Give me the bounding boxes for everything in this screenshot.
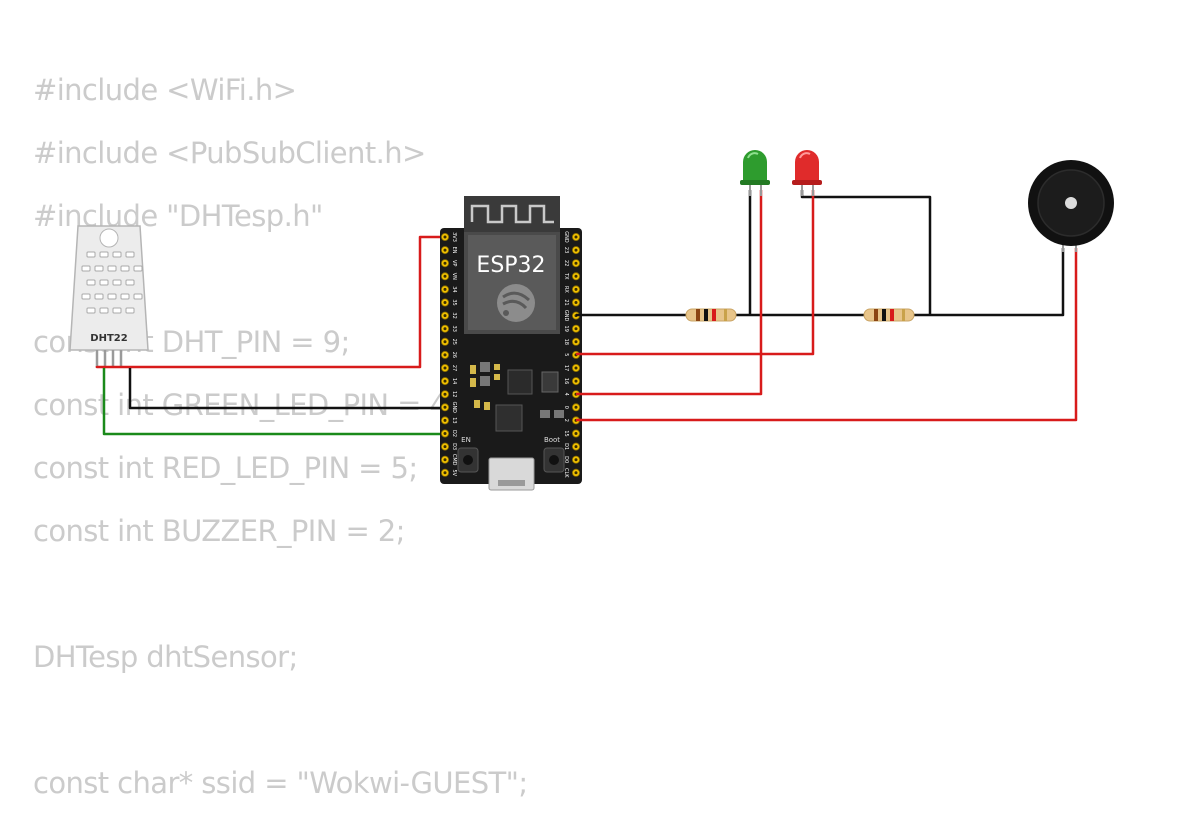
code-line bbox=[33, 696, 528, 744]
pin-label: 35 bbox=[451, 299, 457, 305]
resistor-2[interactable] bbox=[863, 308, 915, 322]
pin-label: 19 bbox=[563, 326, 569, 332]
esp32-label: ESP32 bbox=[476, 253, 545, 278]
pin-label: 12 bbox=[451, 391, 457, 397]
pin-label: VN bbox=[451, 273, 457, 280]
pin-label: 3V3 bbox=[451, 232, 457, 242]
code-line: #include <WiFi.h> bbox=[33, 73, 297, 107]
pin-label: 26 bbox=[451, 352, 457, 358]
pin-label: 34 bbox=[451, 286, 457, 292]
pin-label: 5V bbox=[451, 469, 457, 476]
esp32-board[interactable]: ESP32 EN Boot 3V3ENVPVN34353233252627141… bbox=[440, 196, 582, 491]
boot-button-cap[interactable] bbox=[549, 455, 559, 465]
wire-red-led-cathode bbox=[800, 190, 932, 315]
wire-dht-gnd bbox=[128, 368, 445, 410]
pin-label: 15 bbox=[563, 430, 569, 436]
dht22-sensor[interactable]: DHT22 bbox=[69, 225, 149, 368]
wire-dht-data bbox=[102, 368, 445, 436]
code-line: const int BUZZER_PIN = 2; bbox=[33, 514, 405, 548]
pin-label: 25 bbox=[451, 339, 457, 345]
antenna-area bbox=[464, 196, 560, 232]
pin-label: D0 bbox=[563, 456, 569, 463]
boot-button-label: Boot bbox=[544, 436, 560, 444]
pin-label: 18 bbox=[563, 339, 569, 345]
en-button-label: EN bbox=[461, 436, 471, 444]
wire-gnd-bus bbox=[576, 248, 1065, 317]
pin-label: 17 bbox=[563, 365, 569, 371]
antenna-trace bbox=[470, 204, 554, 224]
pin-label: VP bbox=[451, 260, 457, 266]
circuit-diagram: DHT22 ESP32 bbox=[69, 150, 1114, 491]
dht22-label: DHT22 bbox=[90, 333, 127, 344]
wire-red-led-anode bbox=[576, 190, 815, 356]
en-button-cap[interactable] bbox=[463, 455, 473, 465]
pin-label: CLK bbox=[563, 468, 569, 478]
pin-label: TX bbox=[563, 272, 569, 280]
pin-label: 2 bbox=[563, 419, 569, 422]
pin-label: 21 bbox=[563, 299, 569, 305]
pin-label: 27 bbox=[451, 365, 457, 371]
code-line: const int DHT_PIN = 9; bbox=[33, 325, 350, 359]
code-line: const int RED_LED_PIN = 5; bbox=[33, 451, 418, 485]
pin-label: 5 bbox=[563, 353, 569, 356]
pin-label: 0 bbox=[563, 406, 569, 409]
pin-label: RX bbox=[563, 286, 569, 293]
wire-buzzer bbox=[576, 248, 1078, 422]
espressif-logo-icon bbox=[497, 284, 535, 322]
pin-label: 22 bbox=[563, 260, 569, 266]
pin-label: GND bbox=[563, 231, 569, 243]
wire-dht-vcc bbox=[95, 235, 445, 369]
pin-label: GND bbox=[563, 310, 569, 322]
code-line: const char* ssid = "Wokwi-GUEST"; bbox=[33, 766, 528, 800]
pin-label: CMD bbox=[451, 454, 457, 466]
pin-label: 4 bbox=[563, 393, 569, 396]
pin-label: D1 bbox=[563, 443, 569, 450]
pin-label: 13 bbox=[451, 417, 457, 423]
pin-label: 16 bbox=[563, 378, 569, 384]
pin-label: D3 bbox=[451, 443, 457, 450]
code-line: #include <PubSubClient.h> bbox=[33, 136, 426, 170]
green-led[interactable] bbox=[740, 150, 770, 196]
pin-label: GND bbox=[451, 402, 457, 414]
resistor-1[interactable] bbox=[685, 308, 737, 322]
buzzer[interactable] bbox=[1028, 160, 1114, 252]
pin-label: D2 bbox=[451, 430, 457, 437]
pin-label: 23 bbox=[563, 247, 569, 253]
red-led[interactable] bbox=[792, 150, 822, 196]
pin-label: 32 bbox=[451, 312, 457, 318]
wire-green-led-anode bbox=[576, 190, 763, 396]
pin-label: 14 bbox=[451, 378, 457, 384]
pin-label: EN bbox=[451, 247, 457, 254]
pin-label: 33 bbox=[451, 326, 457, 332]
code-line: DHTesp dhtSensor; bbox=[33, 640, 298, 674]
